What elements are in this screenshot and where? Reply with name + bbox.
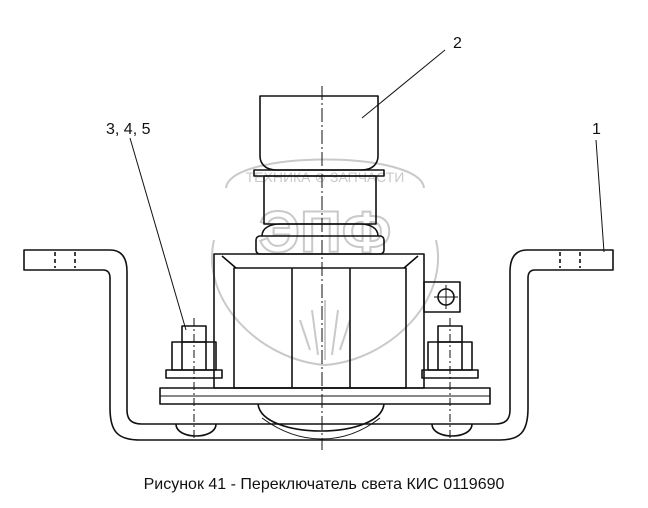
watermark-letters: ЭПФ xyxy=(259,200,391,265)
figure-caption: Рисунок 41 - Переключатель света КИС 011… xyxy=(143,476,505,493)
callout-2: 2 xyxy=(453,35,462,52)
side-terminal xyxy=(423,281,461,313)
callout-3-4-5: 3, 4, 5 xyxy=(106,121,151,138)
leader-line-345 xyxy=(129,137,187,331)
watermark-logo: ТЕХНИКА ⊗ ЗАПЧАСТИ ЭПФ xyxy=(211,158,439,367)
mounting-bracket xyxy=(23,249,614,441)
leader-line-1 xyxy=(595,139,605,253)
watermark-top-text: ТЕХНИКА ⊗ ЗАПЧАСТИ xyxy=(246,169,405,185)
switch-assembly xyxy=(23,49,614,450)
callout-1: 1 xyxy=(592,121,601,138)
leader-line-2 xyxy=(361,49,446,119)
switch-knob xyxy=(253,95,385,225)
